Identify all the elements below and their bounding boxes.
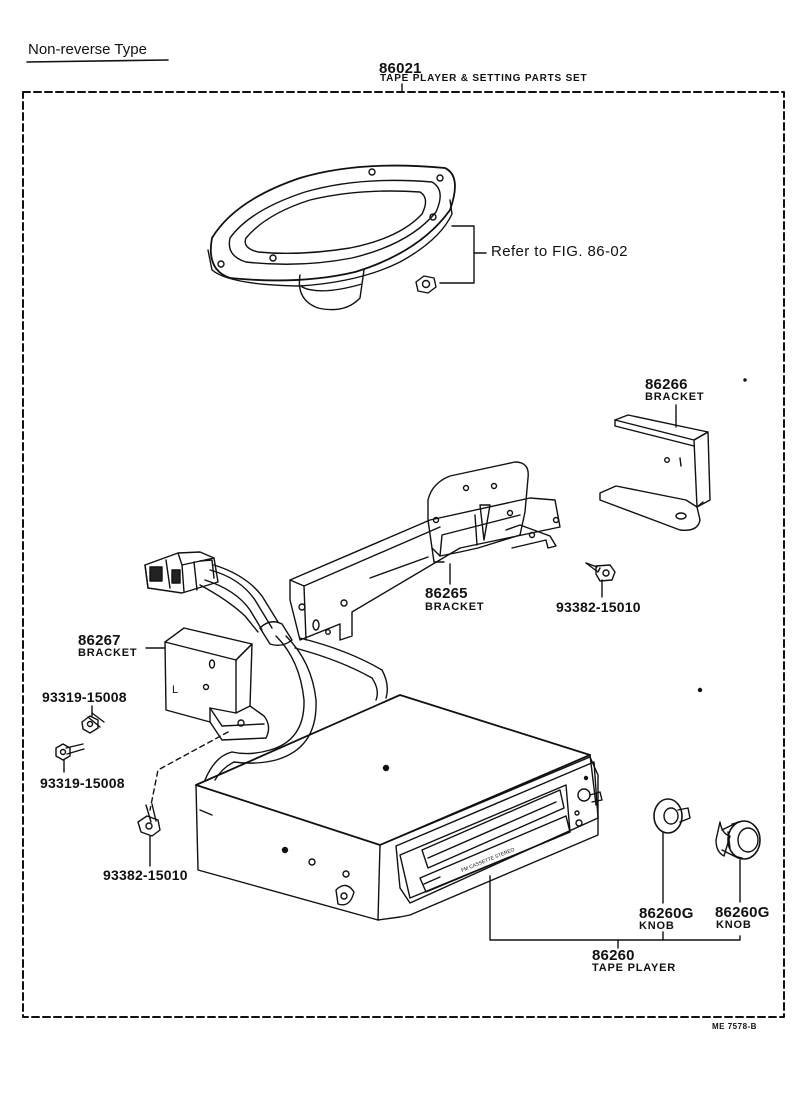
knob-2-drawing: [715, 820, 761, 860]
knob-1-drawing: [653, 798, 691, 834]
set-part-name: TAPE PLAYER & SETTING PARTS SET: [380, 73, 588, 84]
svg-text:FM CASSETTE STEREO: FM CASSETTE STEREO: [461, 847, 516, 874]
knob-1-part-number: 86260G: [639, 905, 694, 922]
knob-2-part-number: 86260G: [715, 904, 770, 921]
screw-left-b-drawing: [55, 743, 85, 761]
bracket-86267-drawing: L: [164, 627, 270, 741]
bracket-86265-drawing: [289, 461, 561, 641]
screw-path-dashed: [149, 731, 229, 811]
set-boundary: [22, 91, 785, 1018]
knob-2-name: KNOB: [716, 919, 752, 931]
tape-player-part-number: 86260: [592, 947, 635, 964]
tape-player-leader: [489, 875, 741, 941]
knob-1-name: KNOB: [639, 920, 675, 932]
svg-text:L: L: [172, 684, 178, 696]
speaker-drawing: [207, 164, 456, 311]
speaker-nut: [415, 275, 437, 294]
bracket-86266-name: BRACKET: [645, 391, 705, 403]
screw-bottom-part-number: 93382-15010: [103, 867, 188, 883]
bracket-86265-name: BRACKET: [425, 601, 485, 613]
speaker-reference: Refer to FIG. 86-02: [491, 243, 628, 260]
speaker-ref-leader: [439, 225, 475, 284]
header-underline: [26, 59, 169, 63]
bracket-86265-part-number: 86265: [425, 585, 468, 602]
tape-player-name: TAPE PLAYER: [592, 962, 676, 974]
tape-player-drawing: FM CASSETTE STEREO: [195, 694, 603, 921]
set-part-number: 86021: [379, 60, 422, 77]
screw-right-part-number: 93382-15010: [556, 599, 641, 615]
screw-right-drawing: [585, 562, 616, 582]
screw-left-a-drawing: [81, 712, 105, 734]
bracket-86266-part-number: 86266: [645, 376, 688, 393]
screw-left-a-part-number: 93319-15008: [42, 689, 127, 705]
harness-drawing: [144, 551, 389, 781]
type-label: Non-reverse Type: [28, 41, 147, 58]
bracket-86266-drawing: [599, 414, 711, 531]
bracket-86267-part-number: 86267: [78, 632, 121, 649]
screw-left-b-part-number: 93319-15008: [40, 775, 125, 791]
figure-code: ME 7578-B: [712, 1022, 757, 1031]
bracket-86267-name: BRACKET: [78, 647, 138, 659]
screw-bottom-drawing: [137, 803, 161, 837]
